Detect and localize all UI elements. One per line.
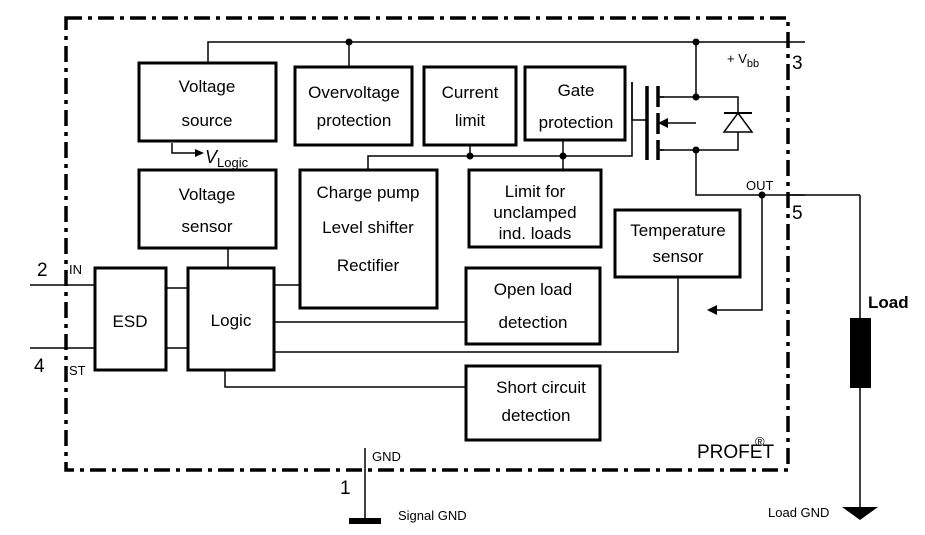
profet-brand: PROFET <box>697 442 774 463</box>
pin-gnd-number: 1 <box>340 478 351 499</box>
pin-in-number: 2 <box>37 260 48 281</box>
overvoltage-label-2: protection <box>317 111 392 130</box>
svg-text:Voltage: Voltage <box>179 185 236 204</box>
logic-label: Logic <box>211 311 252 330</box>
charge-pump-label-3: Rectifier <box>337 256 400 275</box>
svg-text:Overvoltage: Overvoltage <box>308 83 400 102</box>
signal-gnd-icon <box>349 518 381 524</box>
charge-pump-block: Charge pump Level shifter Rectifier <box>298 168 439 310</box>
voltage-sensor-block: Voltage sensor <box>137 168 278 250</box>
svg-text:Level shifter: Level shifter <box>322 218 414 237</box>
limit-unclamped-label-3: ind. loads <box>499 224 572 243</box>
svg-text:protection: protection <box>539 113 614 132</box>
pin-vbb-number: 3 <box>792 53 803 74</box>
pin-st-number: 4 <box>34 356 45 377</box>
gate-protection-label-2: protection <box>539 113 614 132</box>
diode-icon <box>722 111 754 133</box>
svg-text:unclamped: unclamped <box>493 203 576 222</box>
svg-text:Voltage: Voltage <box>179 77 236 96</box>
vlogic-label: VLogic <box>205 147 249 170</box>
registered-mark: ® <box>755 434 765 449</box>
chip-outline <box>64 16 790 472</box>
voltage-sensor-label-2: sensor <box>181 217 232 236</box>
pin-in-name: IN <box>69 262 82 277</box>
short-circuit-block: Short circuit detection <box>464 364 602 442</box>
svg-text:detection: detection <box>502 406 571 425</box>
load-resistor-icon <box>850 318 871 388</box>
out-sense-arrow-icon <box>707 305 717 315</box>
power-fet-icon <box>631 82 668 160</box>
svg-text:sensor: sensor <box>181 217 232 236</box>
overvoltage-label-1: Overvoltage <box>308 83 400 102</box>
esd-block: ESD <box>93 266 168 372</box>
open-load-block: Open load detection <box>464 266 602 346</box>
voltage-sensor-label-1: Voltage <box>179 185 236 204</box>
voltage-source-block: Voltage source <box>137 61 278 143</box>
svg-text:Temperature: Temperature <box>630 221 725 240</box>
current-limit-label-1: Current <box>442 83 499 102</box>
svg-text:Short circuit: Short circuit <box>496 378 586 397</box>
current-limit-block: Current limit <box>422 65 518 147</box>
temperature-sensor-block: Temperature sensor <box>613 208 742 279</box>
svg-text:Open load: Open load <box>494 280 572 299</box>
wiring <box>30 41 861 518</box>
svg-text:Current: Current <box>442 83 499 102</box>
logic-block: Logic <box>186 266 276 372</box>
limit-unclamped-label-1: Limit for <box>505 182 566 201</box>
svg-text:protection: protection <box>317 111 392 130</box>
pin-gnd-name: GND <box>372 449 401 464</box>
temperature-sensor-label-2: sensor <box>652 247 703 266</box>
vlogic-arrow-icon <box>195 149 204 157</box>
svg-text:Logic: Logic <box>211 311 252 330</box>
svg-text:Limit for: Limit for <box>505 182 566 201</box>
short-circuit-label-2: detection <box>502 406 571 425</box>
gate-protection-block: Gate protection <box>523 65 627 142</box>
load-label: Load <box>868 293 909 312</box>
limit-unclamped-label-2: unclamped <box>493 203 576 222</box>
open-load-label-2: detection <box>499 313 568 332</box>
voltage-source-label-1: Voltage <box>179 77 236 96</box>
svg-text:limit: limit <box>455 111 485 130</box>
pin-out-name: OUT <box>746 178 774 193</box>
svg-text:source: source <box>181 111 232 130</box>
svg-text:Charge pump: Charge pump <box>316 183 419 202</box>
voltage-source-label-2: source <box>181 111 232 130</box>
short-circuit-label-1: Short circuit <box>496 378 586 397</box>
overvoltage-protection-block: Overvoltage protection <box>293 65 414 147</box>
pin-out-number: 5 <box>792 203 803 224</box>
load-gnd-label: Load GND <box>768 505 829 520</box>
svg-text:Rectifier: Rectifier <box>337 256 400 275</box>
charge-pump-label-2: Level shifter <box>322 218 414 237</box>
svg-text:Gate: Gate <box>558 81 595 100</box>
gate-protection-label-1: Gate <box>558 81 595 100</box>
limit-unclamped-block: Limit for unclamped ind. loads <box>467 168 603 249</box>
pin-st-name: ST <box>69 363 86 378</box>
current-limit-label-2: limit <box>455 111 485 130</box>
svg-text:detection: detection <box>499 313 568 332</box>
charge-pump-label-1: Charge pump <box>316 183 419 202</box>
svg-text:sensor: sensor <box>652 247 703 266</box>
signal-gnd-label: Signal GND <box>398 508 467 523</box>
junctions <box>345 38 766 199</box>
open-load-label-1: Open load <box>494 280 572 299</box>
esd-label: ESD <box>113 312 148 331</box>
svg-text:ESD: ESD <box>113 312 148 331</box>
temperature-sensor-label-1: Temperature <box>630 221 725 240</box>
load-gnd-icon <box>842 507 878 520</box>
svg-text:ind. loads: ind. loads <box>499 224 572 243</box>
pin-vbb-label: + Vbb <box>727 51 759 70</box>
